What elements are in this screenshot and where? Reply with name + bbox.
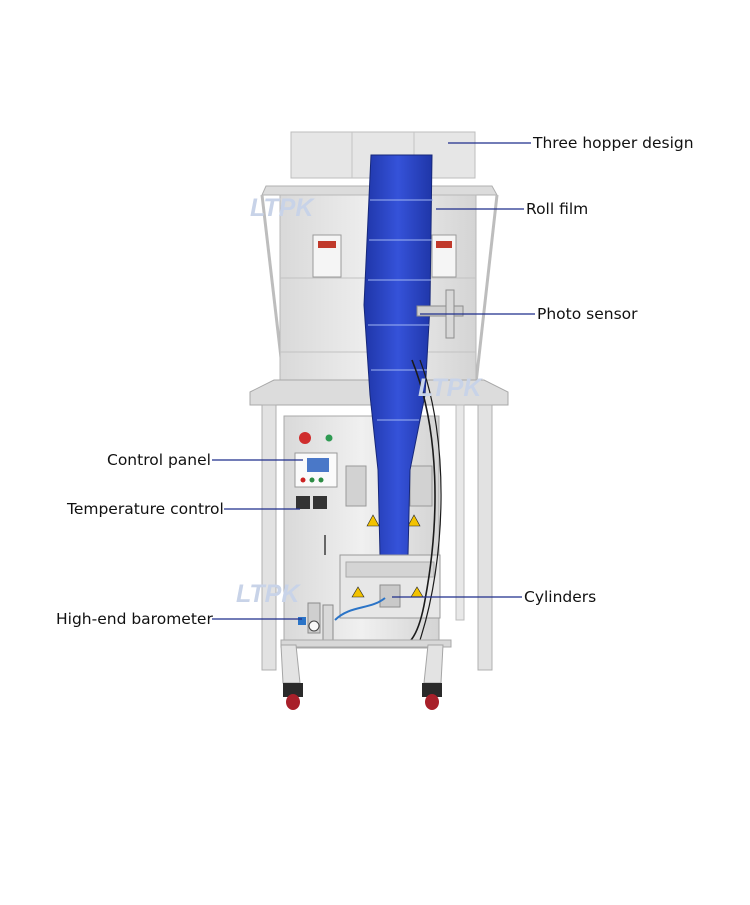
watermark-text: LTPK	[236, 580, 301, 608]
label-cylinders: Cylinders	[524, 588, 597, 606]
watermark-text: LTPK	[250, 194, 315, 222]
base-frame	[280, 639, 452, 684]
wheels	[283, 683, 442, 710]
label-control-panel: Control panel	[107, 451, 211, 469]
label-temperature-control: Temperature control	[67, 500, 224, 518]
watermark-group: LTPK LTPK LTPK	[236, 194, 483, 608]
cylinder-unit	[339, 554, 441, 619]
barometer	[298, 597, 386, 644]
watermark-text: LTPK	[418, 374, 483, 402]
label-high-end-barometer: High-end barometer	[56, 610, 213, 628]
label-roll-film: Roll film	[526, 200, 589, 218]
leader-lines	[212, 142, 535, 620]
label-three-hopper-design: Three hopper design	[533, 134, 694, 152]
label-photo-sensor: Photo sensor	[537, 305, 638, 323]
